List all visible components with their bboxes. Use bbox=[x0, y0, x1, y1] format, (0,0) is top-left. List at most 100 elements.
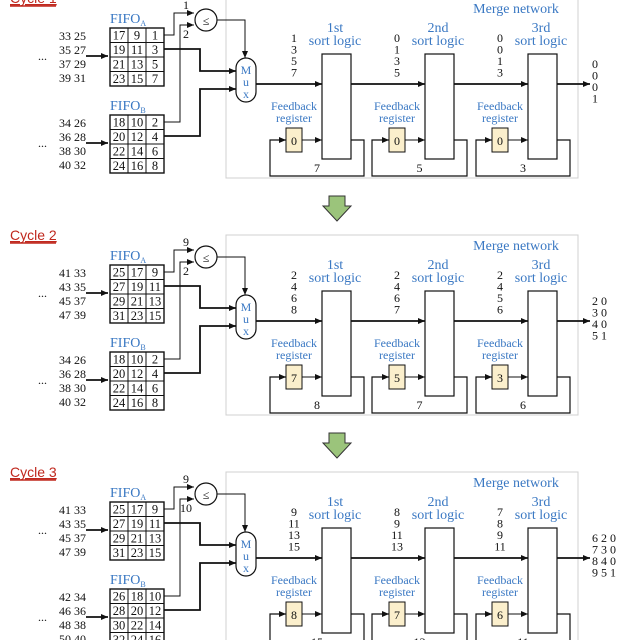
fifo-a-cell-value: 3 bbox=[152, 43, 158, 57]
input-queue-b-value: 38 30 bbox=[59, 144, 86, 158]
fifo-a-cell-value: 25 bbox=[113, 503, 126, 517]
fifo-b-cell-value: 18 bbox=[113, 116, 126, 130]
cycle-title: Cycle 2 bbox=[10, 227, 57, 243]
stage-2-input-value: 8 bbox=[394, 505, 400, 519]
stage-3-title: 3rd bbox=[532, 495, 551, 510]
input-queue-a-value: 45 37 bbox=[59, 531, 86, 545]
fifo-b-to-mux bbox=[164, 86, 236, 137]
fifo-a-cell-value: 25 bbox=[113, 266, 126, 280]
input-queue-b-value: 40 32 bbox=[59, 158, 86, 172]
fifo-b-cell-value: 10 bbox=[131, 116, 144, 130]
fifo-b-subscript: B bbox=[140, 580, 145, 589]
fifo-a-cell-value: 19 bbox=[113, 43, 126, 57]
input-queue-b-value: 36 28 bbox=[59, 367, 86, 381]
sort-logic-1 bbox=[321, 290, 352, 397]
fifo-a-head-wire bbox=[164, 484, 194, 510]
output-value: 4 0 bbox=[592, 317, 607, 331]
stage-2-title: 2nd bbox=[428, 495, 449, 510]
feedback-register-value: 5 bbox=[394, 371, 400, 385]
stage-2-input-value: 4 bbox=[394, 280, 400, 294]
fifo-a-cell-value: 9 bbox=[134, 29, 140, 43]
comparator-symbol: ≤ bbox=[203, 251, 210, 265]
fifo-a-cell-value: 15 bbox=[149, 309, 162, 323]
stage-1-input-value: 3 bbox=[291, 43, 297, 57]
sort-logic-1 bbox=[321, 527, 352, 634]
feedback-loop-value: 6 bbox=[520, 398, 526, 412]
cycle-1-panel: Cycle 1Merge networkFIFOA179119113211352… bbox=[10, 0, 598, 179]
fifo-b-cell-value: 22 bbox=[113, 382, 126, 396]
stage-1-input-value: 8 bbox=[291, 303, 297, 317]
fifo-b-cell-value: 30 bbox=[113, 619, 126, 633]
output-value: 7 3 0 bbox=[592, 543, 616, 557]
feedback-register-value: 6 bbox=[497, 608, 503, 622]
fifo-a-cell-value: 13 bbox=[149, 532, 162, 546]
input-queue-b-value: 34 26 bbox=[59, 116, 86, 130]
cycle-title: Cycle 3 bbox=[10, 464, 57, 480]
fifo-b-head-wire bbox=[164, 259, 194, 360]
fifo-b-cell-value: 8 bbox=[152, 396, 158, 410]
fifo-b-cell-value: 28 bbox=[113, 604, 126, 618]
fifo-a-to-mux bbox=[164, 48, 236, 74]
input-queue-b-value: 46 36 bbox=[59, 604, 86, 618]
fifo-a-cell-value: 7 bbox=[152, 72, 158, 86]
fifo-b-cell-value: 12 bbox=[149, 604, 162, 618]
sort-logic-3 bbox=[527, 53, 558, 160]
fifo-a-cell-value: 27 bbox=[113, 517, 126, 531]
fifo-b-to-mux bbox=[164, 323, 236, 374]
output-value: 0 bbox=[592, 57, 598, 71]
stage-3-input-value: 2 bbox=[497, 268, 503, 282]
fifo-b-cell-value: 14 bbox=[131, 382, 144, 396]
fifo-b-cell-value: 24 bbox=[113, 396, 126, 410]
stage-1-input-value: 11 bbox=[288, 517, 300, 531]
stage-1-input-value: 13 bbox=[288, 528, 300, 542]
feedback-label: register bbox=[276, 585, 312, 599]
stage-3-title: 3rd bbox=[532, 21, 551, 36]
fifo-b-cell-value: 20 bbox=[113, 367, 126, 381]
feedback-label: register bbox=[482, 348, 518, 362]
fifo-b-cell-value: 16 bbox=[131, 159, 144, 173]
feedback-loop-value: 8 bbox=[314, 398, 320, 412]
comparator-symbol: ≤ bbox=[203, 14, 210, 28]
feedback-register-value: 0 bbox=[394, 134, 400, 148]
input-queue-b-value: 48 38 bbox=[59, 618, 86, 632]
feedback-label: register bbox=[482, 111, 518, 125]
merge-network-label: Merge network bbox=[473, 2, 559, 17]
fifo-b-border bbox=[109, 351, 165, 411]
output-value: 0 bbox=[592, 80, 598, 94]
sort-logic-2 bbox=[424, 290, 455, 397]
fifo-a-cell-value: 11 bbox=[149, 280, 161, 294]
mux-label: M bbox=[241, 537, 252, 551]
sort-logic-1 bbox=[321, 53, 352, 160]
fifo-b-cell-value: 22 bbox=[131, 619, 144, 633]
comparator-select-wire bbox=[217, 256, 248, 295]
stage-2-input-value: 6 bbox=[394, 291, 400, 305]
fifo-b-cell-value: 10 bbox=[149, 590, 162, 604]
merge-network-label: Merge network bbox=[473, 239, 559, 254]
stage-1-input-value: 1 bbox=[291, 31, 297, 45]
stage-3-subtitle: sort logic bbox=[515, 271, 568, 286]
comparator-input-b: 2 bbox=[183, 27, 189, 41]
feedback-loop-value: 11 bbox=[517, 635, 529, 640]
stage-3-input-value: 7 bbox=[497, 505, 503, 519]
fifo-a-cell-value: 19 bbox=[131, 517, 144, 531]
mux-label: x bbox=[243, 87, 249, 101]
feedback-loop-1 bbox=[269, 611, 365, 640]
comparator-input-a: 9 bbox=[183, 472, 189, 486]
fifo-a-subscript: A bbox=[140, 493, 146, 502]
mux-label: x bbox=[243, 561, 249, 575]
input-queue-a-value: 47 39 bbox=[59, 308, 86, 322]
fifo-b-cell-value: 8 bbox=[152, 159, 158, 173]
input-queue-a-value: 43 35 bbox=[59, 517, 86, 531]
comparator-select-wire bbox=[217, 493, 248, 532]
fifo-b-cell-value: 32 bbox=[113, 633, 126, 640]
fifo-a-cell-value: 13 bbox=[131, 58, 144, 72]
feedback-label: register bbox=[379, 348, 415, 362]
mux-label: u bbox=[243, 75, 249, 89]
stage-3-input-value: 0 bbox=[497, 31, 503, 45]
stage-1-title: 1st bbox=[327, 21, 343, 36]
feedback-label: register bbox=[276, 348, 312, 362]
feedback-register-value: 8 bbox=[291, 608, 297, 622]
feedback-loop-value: 13 bbox=[414, 635, 426, 640]
